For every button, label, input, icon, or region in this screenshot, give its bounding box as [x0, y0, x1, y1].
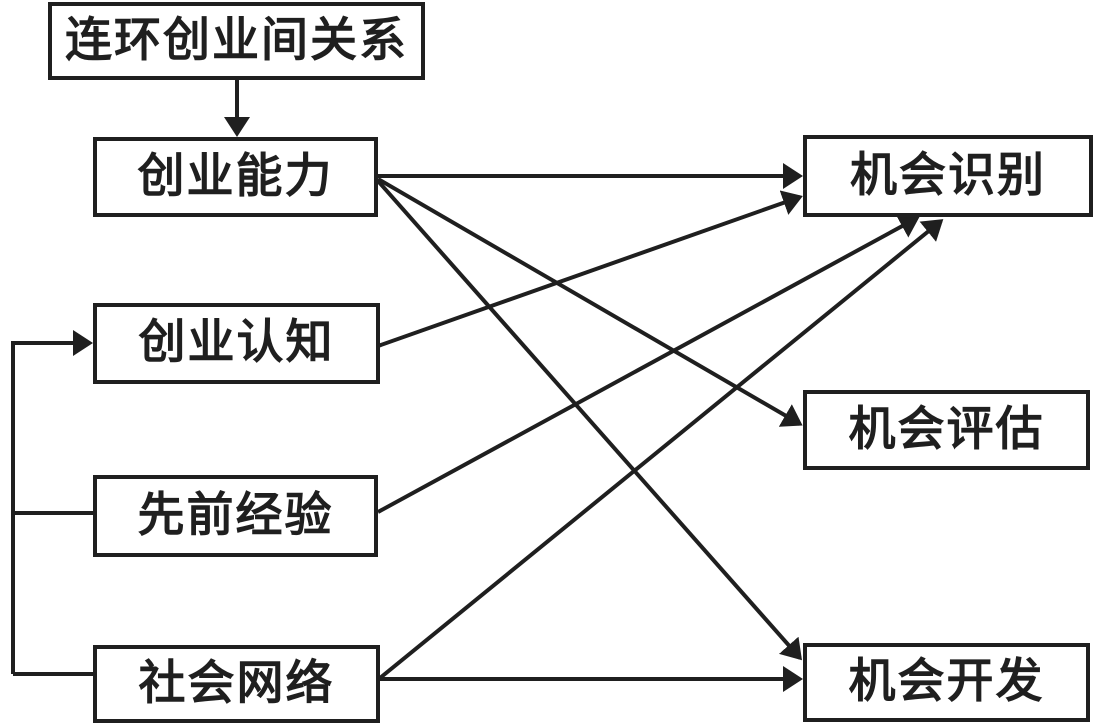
node-label-identification: 机会识别	[850, 149, 1046, 202]
node-evaluation: 机会评估	[803, 390, 1090, 470]
edge-ability-to-evaluation	[376, 177, 803, 427]
node-relationship: 连环创业间关系	[48, 2, 425, 80]
node-cognition: 创业认知	[93, 303, 380, 384]
node-label-experience: 先前经验	[137, 489, 334, 542]
node-ability: 创业能力	[93, 137, 378, 217]
node-development: 机会开发	[803, 643, 1090, 722]
node-label-cognition: 创业认知	[138, 317, 335, 369]
node-network: 社会网络	[93, 645, 380, 723]
node-label-ability: 创业能力	[137, 150, 334, 203]
edge-experience-to-identification	[377, 214, 920, 514]
node-experience: 先前经验	[93, 475, 378, 557]
edge-group	[11, 80, 944, 692]
node-label-network: 社会网络	[138, 657, 335, 710]
edge-cognition-to-identification	[377, 190, 803, 348]
node-label-development: 机会开发	[848, 656, 1045, 708]
edge-ability-to-development	[376, 179, 802, 661]
edge-network-to-identification	[378, 219, 944, 680]
edge-junction-to-cognition	[11, 330, 93, 674]
node-identification: 机会识别	[803, 135, 1093, 217]
node-label-evaluation: 机会评估	[848, 403, 1045, 456]
node-label-relationship: 连环创业间关系	[65, 14, 408, 67]
